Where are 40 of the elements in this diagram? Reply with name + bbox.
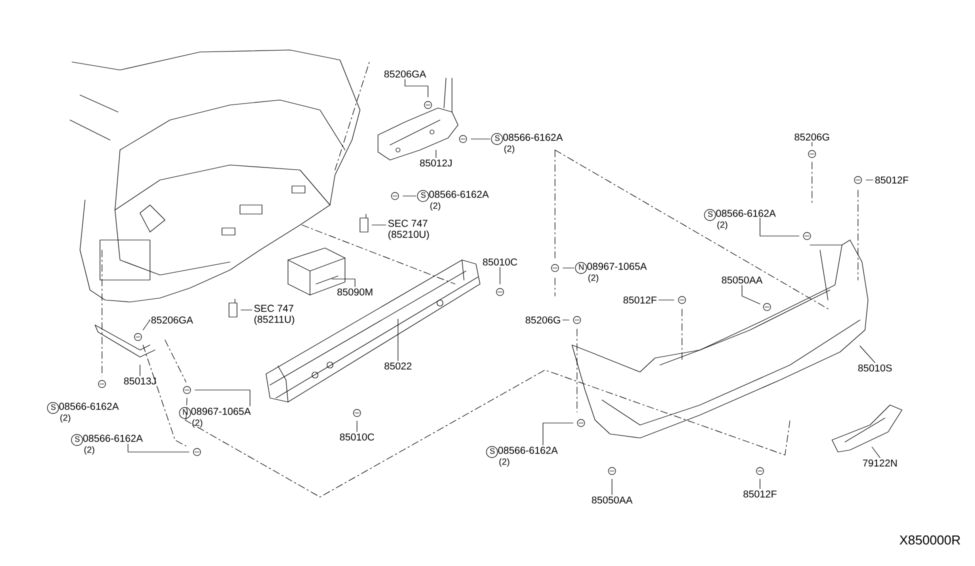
part-number: S 08566-6162A (2) (704, 209, 776, 230)
part-number: S 08566-6162A (2) (486, 446, 558, 467)
leader-line (742, 285, 760, 304)
part-number: 85012F (623, 296, 657, 304)
part-number: 85206G (794, 133, 830, 141)
part-number: 85206GA (151, 316, 194, 324)
part-number: S 08566-6162A (2) (491, 133, 563, 154)
leader-line (332, 278, 356, 287)
leader-line (356, 420, 358, 432)
part-number: 85013J (124, 377, 156, 385)
leader-line (372, 224, 386, 226)
part-number: 79122N (863, 459, 897, 467)
part-number: S 08566-6162A (2) (417, 190, 489, 211)
part-number: 85010C (482, 258, 518, 266)
leader-line (542, 422, 574, 446)
leader-line (760, 218, 800, 236)
part-number: 85090M (337, 288, 372, 296)
part-number: N 08967-1065A (2) (575, 262, 647, 283)
leader-line (128, 444, 190, 452)
leader-line (872, 446, 880, 458)
part-number: 85012J (420, 159, 452, 167)
leader-line (404, 79, 428, 98)
part-number: 85022 (384, 362, 412, 370)
part-number: 85050AA (722, 276, 763, 284)
part-number: 85206GA (384, 70, 426, 78)
leader-line (860, 346, 876, 363)
part-number: 85010S (858, 364, 892, 372)
part-number: 85206G (526, 316, 560, 324)
part-number: 85050AA (592, 496, 633, 504)
part-number: SEC 747 (85211U) (254, 304, 294, 325)
part-number: S 08566-6162A (2) (71, 434, 143, 455)
part-number: SEC 747 (85210U) (388, 220, 429, 240)
part-number: 85010C (340, 433, 374, 441)
part-number: 85012F (875, 176, 908, 184)
leader-line (142, 320, 150, 330)
leader-line (470, 138, 490, 140)
part-number: 85012F (744, 490, 777, 498)
leader-line (194, 390, 250, 406)
part-number: S 08566-6162A (2) (47, 402, 119, 423)
drawing-number: X850000R (900, 535, 960, 545)
